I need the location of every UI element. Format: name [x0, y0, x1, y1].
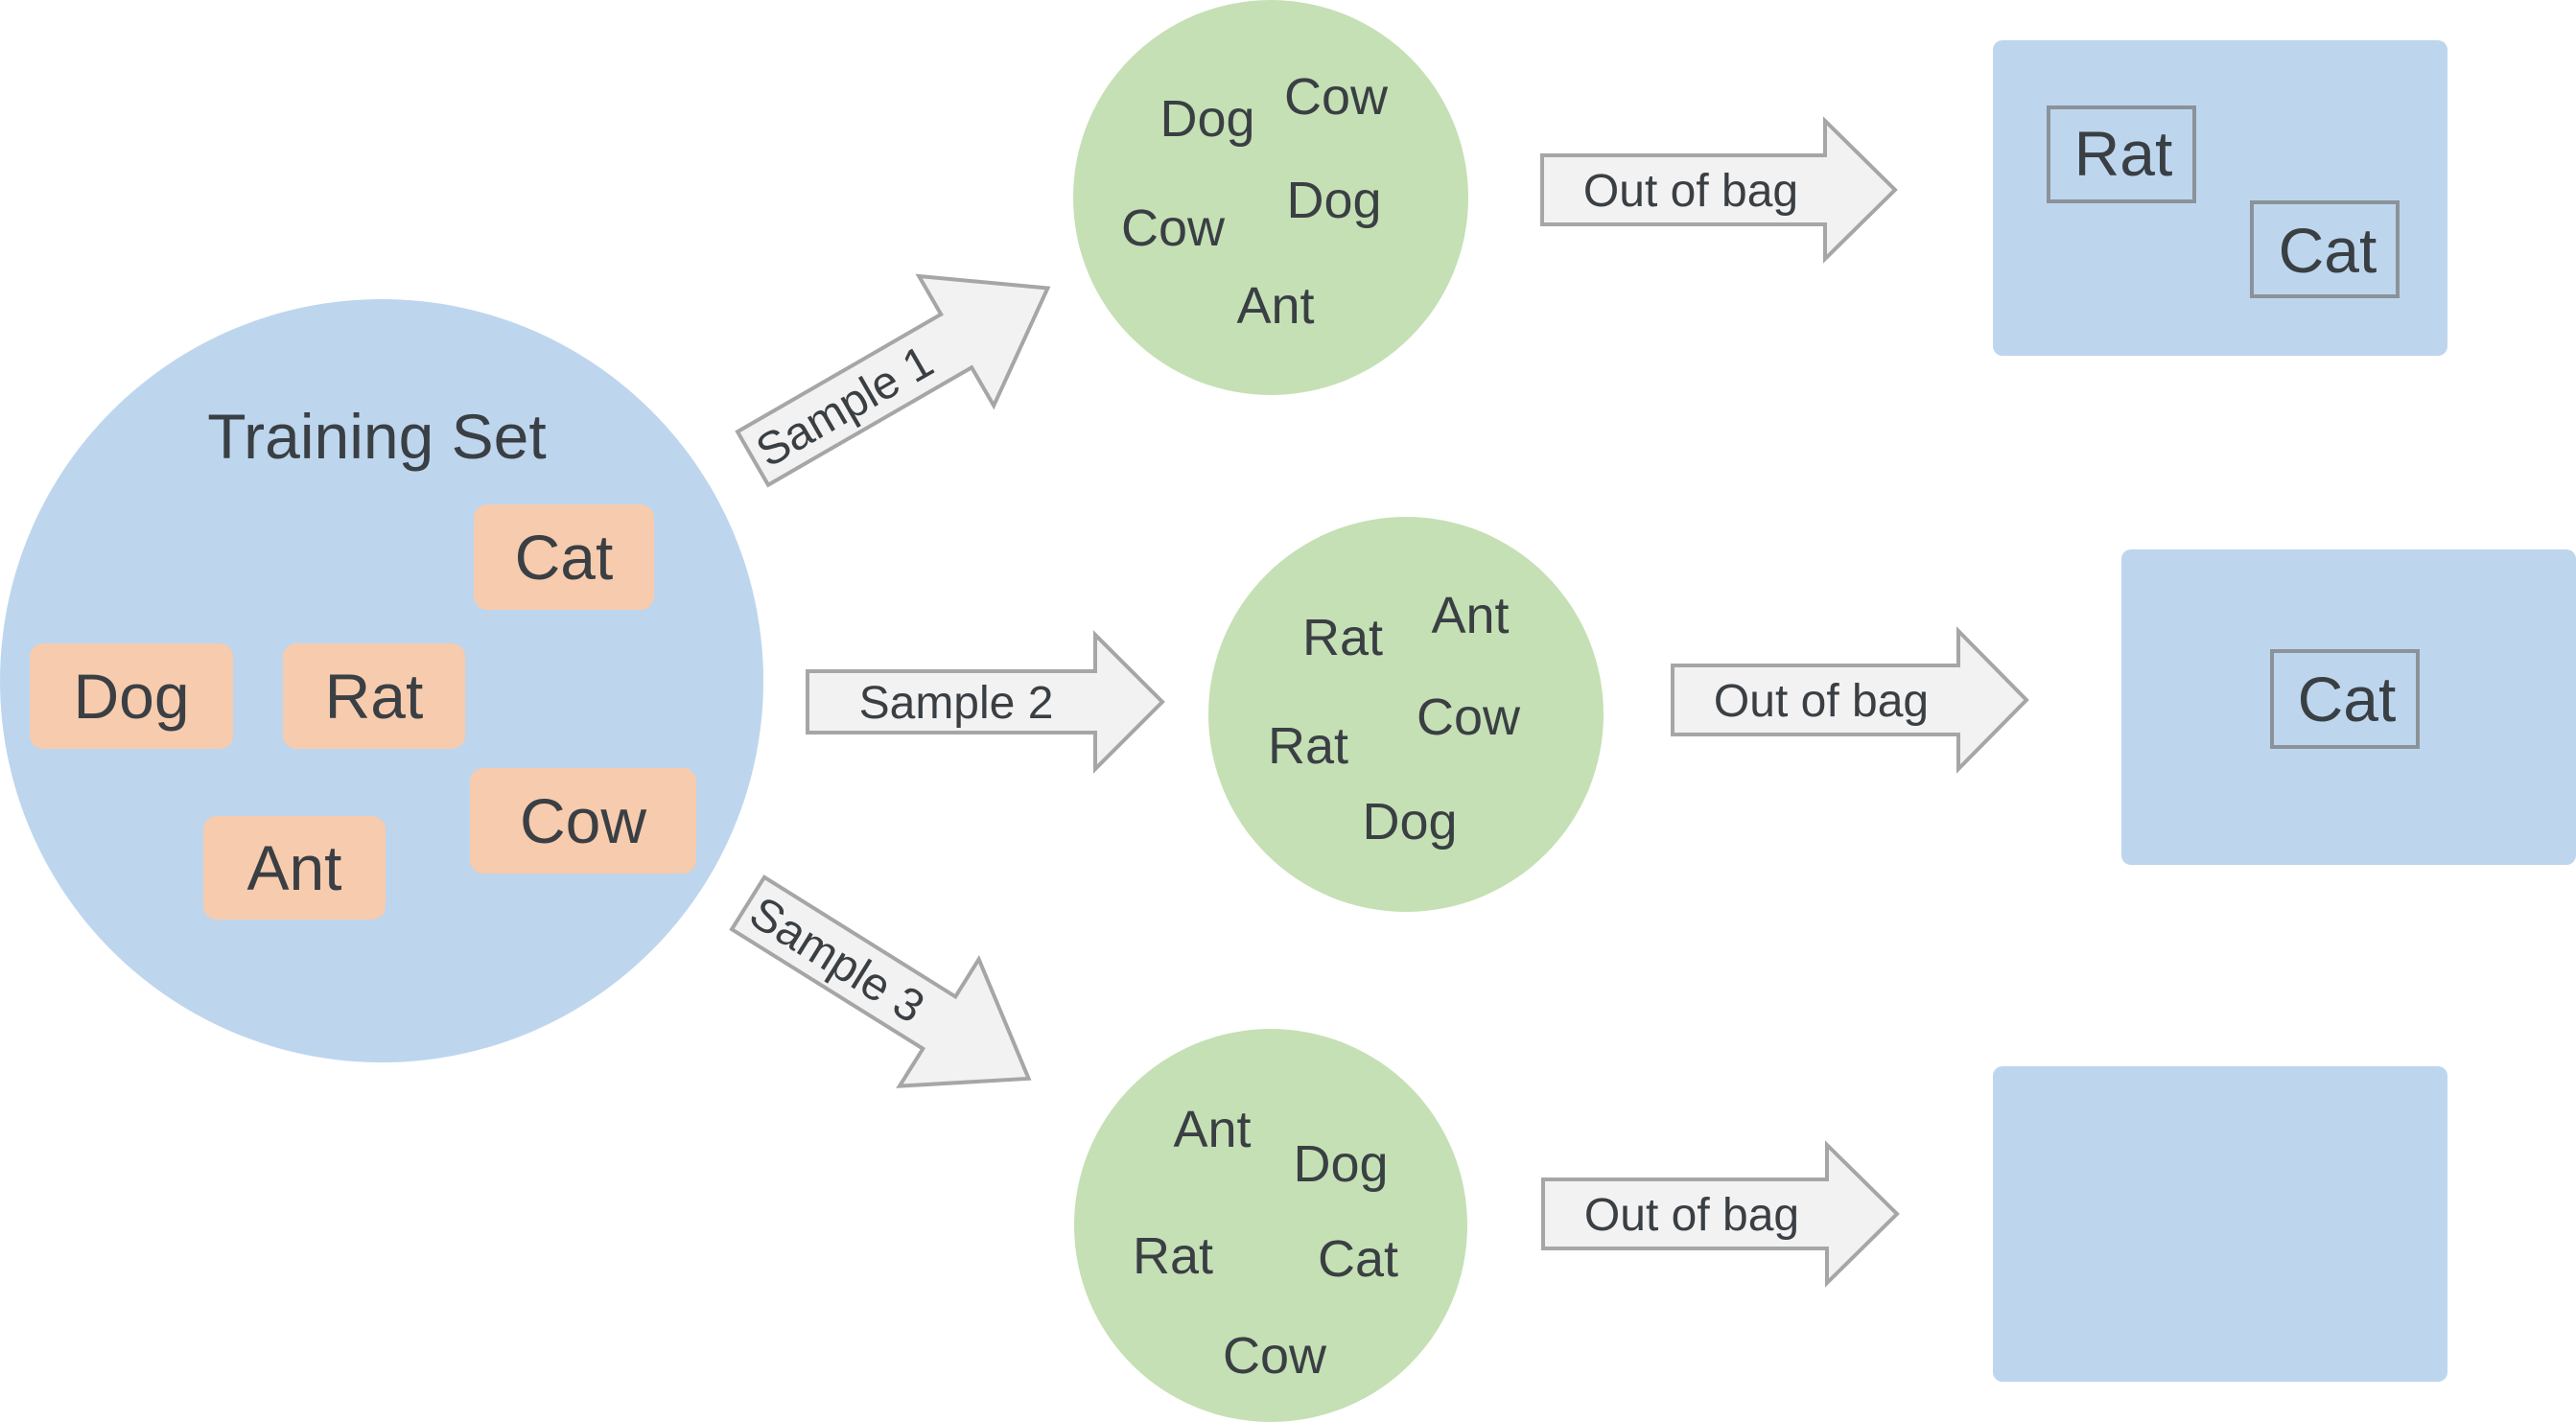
sample-1: Dog Cow Dog Cow Ant	[1073, 0, 1468, 395]
sample-1-arrow: Sample 1	[735, 273, 1051, 488]
sample-item: Cow	[1284, 68, 1389, 126]
sample-1-circle	[1073, 0, 1468, 395]
training-item-label: Dog	[73, 661, 189, 732]
sample-3-label: Sample 3	[740, 887, 932, 1033]
oob-1: Rat Cat	[1993, 40, 2447, 356]
sample-item: Dog	[1159, 90, 1254, 148]
sample-item: Cow	[1121, 199, 1226, 257]
sample-2-label: Sample 2	[859, 678, 1054, 729]
sample-item: Dog	[1362, 793, 1457, 851]
training-item-label: Ant	[246, 832, 341, 903]
sample-item: Ant	[1236, 277, 1314, 335]
training-item-cow: Cow	[470, 768, 696, 874]
oob-3-arrow: Out of bag	[1541, 1140, 1900, 1288]
oob-3-label: Out of bag	[1584, 1190, 1799, 1241]
oob-item-label: Cat	[2298, 664, 2397, 734]
oob-3	[1993, 1066, 2447, 1382]
sample-item: Cow	[1417, 688, 1521, 746]
sample-3: Ant Dog Rat Cat Cow	[1074, 1029, 1467, 1422]
oob-item-cat: Cat	[2250, 200, 2400, 298]
training-item-rat: Rat	[283, 643, 465, 749]
training-item-dog: Dog	[30, 643, 233, 749]
oob-item-label: Cat	[2279, 215, 2377, 286]
training-item-ant: Ant	[203, 816, 386, 920]
training-item-label: Cow	[520, 785, 646, 856]
oob-item-cat: Cat	[2270, 649, 2420, 749]
oob-1-panel	[1993, 40, 2447, 356]
sample-item: Rat	[1302, 609, 1383, 666]
sample-item: Rat	[1133, 1227, 1213, 1285]
sample-item: Dog	[1286, 172, 1381, 229]
training-item-label: Cat	[515, 522, 614, 593]
sample-item: Rat	[1268, 717, 1348, 775]
sample-item: Cow	[1223, 1327, 1327, 1385]
oob-item-rat: Rat	[2047, 105, 2196, 203]
sample-item: Ant	[1173, 1101, 1251, 1158]
oob-3-panel	[1993, 1066, 2447, 1382]
training-set-title: Training Set	[207, 401, 546, 472]
sample-item: Dog	[1293, 1135, 1388, 1193]
oob-2: Cat	[2121, 549, 2576, 865]
oob-1-label: Out of bag	[1583, 166, 1798, 217]
oob-item-label: Rat	[2074, 118, 2173, 189]
sample-3-circle	[1074, 1029, 1467, 1422]
sample-2-circle	[1208, 517, 1604, 912]
sample-2-arrow: Sample 2	[806, 630, 1165, 774]
oob-2-panel	[2121, 549, 2576, 865]
training-item-cat: Cat	[474, 504, 654, 610]
oob-1-arrow: Out of bag	[1540, 116, 1898, 264]
sample-item: Ant	[1431, 587, 1509, 644]
sample-2: Rat Ant Cow Rat Dog	[1208, 517, 1604, 912]
training-set: Training Set Cat Dog Rat Cow Ant	[0, 299, 763, 1062]
sample-3-arrow: Sample 3	[729, 874, 1032, 1088]
oob-2-label: Out of bag	[1714, 676, 1929, 727]
sample-item: Cat	[1318, 1230, 1398, 1288]
oob-2-arrow: Out of bag	[1671, 626, 2029, 774]
training-item-label: Rat	[325, 661, 424, 732]
